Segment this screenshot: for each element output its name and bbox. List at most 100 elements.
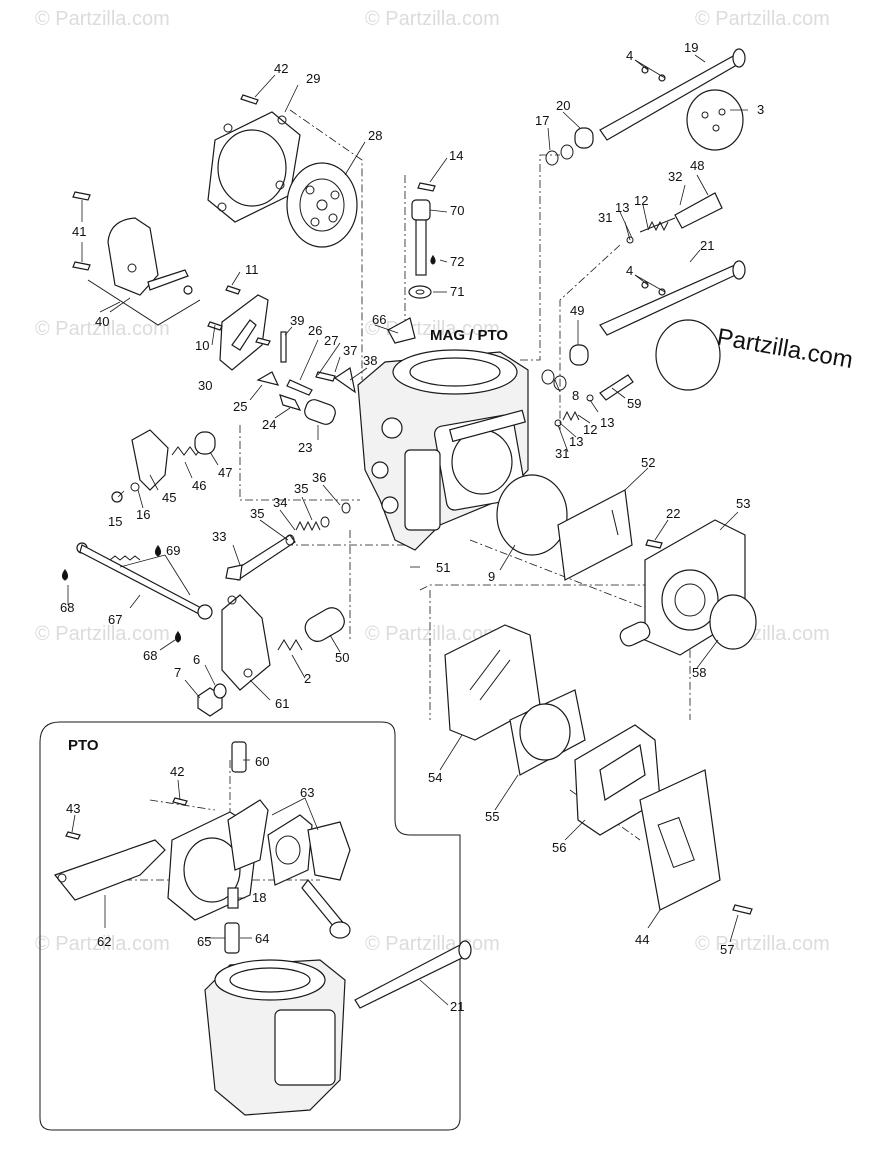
callout-label: 13 [569,434,583,449]
throttle-shaft-assembly [541,48,746,391]
callout-label: 43 [66,801,80,816]
callout-label: 63 [300,785,314,800]
needle-valve-parts [256,317,416,425]
callout-label: 23 [298,440,312,455]
callout-label: 25 [233,399,247,414]
callout-label: 64 [255,931,269,946]
mounting-screw-stack [408,182,436,299]
callout-label: 10 [195,338,209,353]
callout-label: 21 [700,238,714,253]
callout-label: 65 [197,934,211,949]
callout-label: 42 [274,61,288,76]
callout-label: 31 [555,446,569,461]
pto-inset-title: PTO [68,737,99,754]
callout-label: 12 [583,422,597,437]
callout-label: 13 [615,200,629,215]
callout-label: 56 [552,840,566,855]
callout-label: 12 [634,193,648,208]
callout-label: 68 [143,648,157,663]
callout-label: 41 [72,224,86,239]
callout-label: 62 [97,934,111,949]
callout-label: 13 [600,415,614,430]
callout-label: 14 [449,148,463,163]
linkage-rod-assembly [76,542,213,620]
callout-label: 15 [108,514,122,529]
callout-label: 40 [95,314,109,329]
callout-label: 4 [626,263,633,278]
callout-label: 17 [535,113,549,128]
watermark: © Partzilla.com [35,933,170,955]
callout-label: 61 [275,696,289,711]
callout-label: 2 [304,671,311,686]
callout-label: 35 [250,506,264,521]
callout-label: 24 [262,417,276,432]
callout-label: 9 [488,569,495,584]
watermark: © Partzilla.com [365,623,500,645]
callout-label: 60 [255,754,269,769]
callout-label: 71 [450,284,464,299]
cover-plate-assembly [207,285,271,371]
callout-leaders [67,54,748,1006]
fuel-pump-assembly [496,474,757,656]
watermark: © Partzilla.com [365,933,500,955]
callout-label: 51 [436,560,450,575]
watermark: © Partzilla.com [695,933,830,955]
idle-screw-assembly [554,192,723,427]
callout-label: 67 [108,612,122,627]
oil-drop-icon [430,254,436,265]
oil-drop-icon [61,568,69,581]
callout-label: 11 [245,262,259,277]
mixture-screw-assembly [225,502,351,581]
lubricant-markers [61,254,436,643]
callout-label: 7 [174,665,181,680]
callout-label: 19 [684,40,698,55]
watermark: © Partzilla.com [695,8,830,30]
callout-label: 44 [635,932,649,947]
callout-label: 59 [627,396,641,411]
callout-label: 16 [136,507,150,522]
callout-label: 28 [368,128,382,143]
callout-label: 21 [450,999,464,1014]
callout-label: 53 [736,496,750,511]
callout-label: 45 [162,490,176,505]
callout-label: 4 [626,48,633,63]
callout-label: 27 [324,333,338,348]
callout-label: 26 [308,323,322,338]
callout-label: 6 [193,652,200,667]
callout-label: 50 [335,650,349,665]
callout-label: 49 [570,303,584,318]
callout-label: 46 [192,478,206,493]
callout-label: 31 [598,210,612,225]
callout-label: 33 [212,529,226,544]
reed-valve-stack [444,624,753,915]
callout-label: 69 [166,543,180,558]
callout-label: 55 [485,809,499,824]
callout-label: 58 [692,665,706,680]
callout-label: 37 [343,343,357,358]
callout-label: 36 [312,470,326,485]
callout-label: 38 [363,353,377,368]
callout-label: 42 [170,764,184,779]
callout-label: 68 [60,600,74,615]
callout-label: 30 [198,378,212,393]
pto-inset-frame [39,721,461,1131]
callout-label: 34 [273,495,287,510]
watermark: © Partzilla.com [35,318,170,340]
watermark: © Partzilla.com [365,8,500,30]
watermark: © Partzilla.com [35,623,170,645]
throttle-lever-assembly [111,429,216,503]
lever-bracket-assembly [72,191,201,326]
callout-label: 8 [572,388,579,403]
pto-carburetor-parts [54,741,472,1116]
oil-drop-icon [154,544,162,557]
callout-label: 70 [450,203,464,218]
callout-label: 29 [306,71,320,86]
callout-label: 57 [720,942,734,957]
callout-label: 66 [372,312,386,327]
callout-label: 20 [556,98,570,113]
mag-pto-label: MAG / PTO [430,327,508,344]
callout-label: 39 [290,313,304,328]
callout-label: 18 [252,890,266,905]
callout-label: 35 [294,481,308,496]
